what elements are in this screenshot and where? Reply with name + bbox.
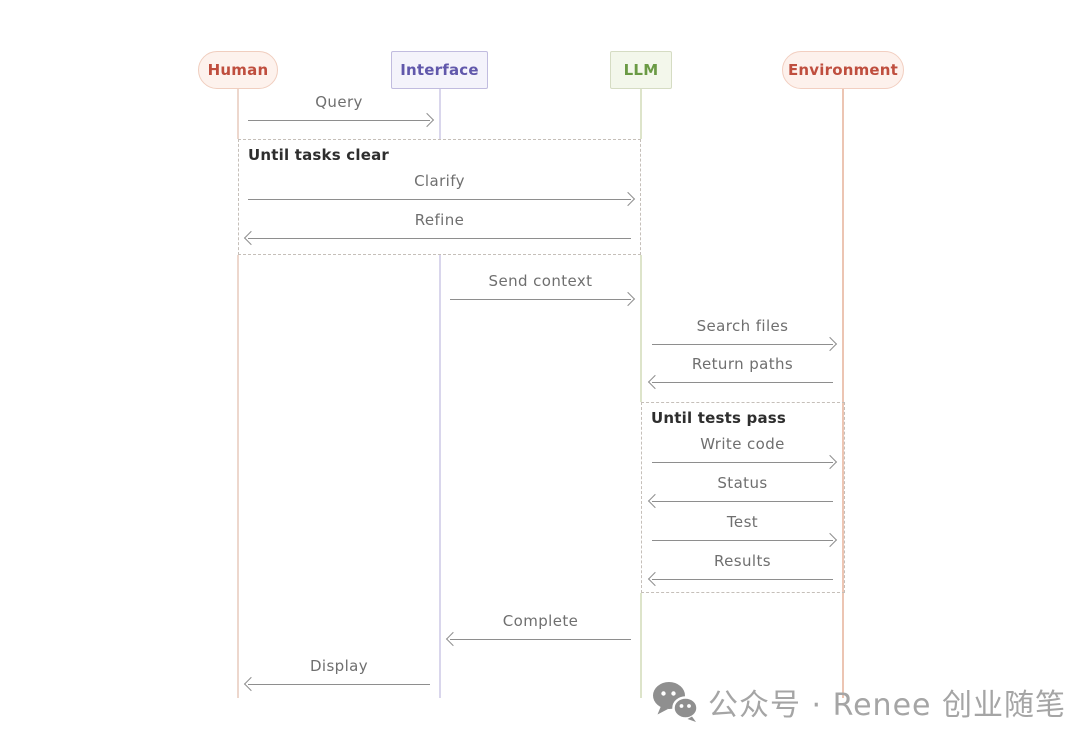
message-label: Clarify (414, 172, 465, 190)
message-write-code: Write code (652, 434, 838, 469)
message-return-paths: Return paths (647, 354, 833, 389)
message-label: Display (309, 657, 369, 675)
actor-label: Environment (787, 61, 899, 79)
message-label: Search files (696, 317, 789, 335)
loop-label: Until tests pass (651, 409, 787, 427)
message-arrow (243, 676, 430, 691)
message-label: Query (315, 93, 363, 111)
message-label: Refine (414, 211, 465, 229)
message-label: Test (726, 513, 759, 531)
message-arrow (445, 631, 631, 646)
message-test: Test (652, 512, 838, 547)
arrowhead-left-icon (445, 631, 461, 646)
message-label: Complete (502, 612, 579, 630)
message-query: Query (248, 92, 435, 127)
actor-human: Human (198, 51, 278, 89)
message-arrow (652, 454, 838, 469)
message-clarify: Clarify (248, 171, 636, 206)
arrowhead-right-icon (620, 291, 636, 306)
message-arrow (450, 291, 636, 306)
message-label: Return paths (691, 355, 794, 373)
message-arrow (652, 532, 838, 547)
message-arrow (647, 374, 833, 389)
message-display: Display (243, 656, 430, 691)
lifeline-llm (640, 593, 642, 698)
message-arrow (243, 230, 631, 245)
actor-llm: LLM (610, 51, 672, 89)
lifeline-human (237, 255, 239, 698)
loop-until-tests-pass: Until tests pass (641, 402, 845, 593)
arrowhead-left-icon (647, 374, 663, 389)
wechat-icon (653, 682, 699, 722)
message-arrow (647, 493, 833, 508)
actor-label: Interface (400, 61, 479, 79)
message-arrow (248, 191, 636, 206)
loop-until-tasks-clear: Until tasks clear (238, 139, 641, 255)
watermark: 公众号 · Renee 创业随笔 (652, 680, 1066, 724)
watermark-text: 公众号 · Renee 创业随笔 (708, 688, 1067, 723)
lifeline-environment (842, 89, 844, 698)
message-label: Send context (488, 272, 593, 290)
lifeline-interface (439, 89, 441, 139)
message-arrow (248, 112, 435, 127)
message-status: Status (647, 473, 833, 508)
lifeline-interface (439, 255, 441, 698)
lifeline-llm (640, 255, 642, 402)
arrowhead-left-icon (243, 676, 259, 691)
actor-environment: Environment (782, 51, 904, 89)
actor-interface: Interface (391, 51, 488, 89)
message-send-context: Send context (450, 271, 636, 306)
arrowhead-right-icon (419, 112, 435, 127)
message-arrow (652, 336, 838, 351)
lifeline-llm (640, 89, 642, 139)
message-results: Results (647, 551, 833, 586)
message-complete: Complete (445, 611, 631, 646)
message-label: Write code (700, 435, 785, 453)
message-arrow (647, 571, 833, 586)
actor-label: Human (207, 61, 269, 79)
lifeline-human (237, 89, 239, 139)
message-refine: Refine (243, 210, 631, 245)
loop-label: Until tasks clear (248, 146, 390, 164)
arrowhead-right-icon (822, 336, 838, 351)
actor-label: LLM (623, 61, 659, 79)
message-label: Status (717, 474, 768, 492)
message-search-files: Search files (652, 316, 838, 351)
message-label: Results (714, 552, 771, 570)
